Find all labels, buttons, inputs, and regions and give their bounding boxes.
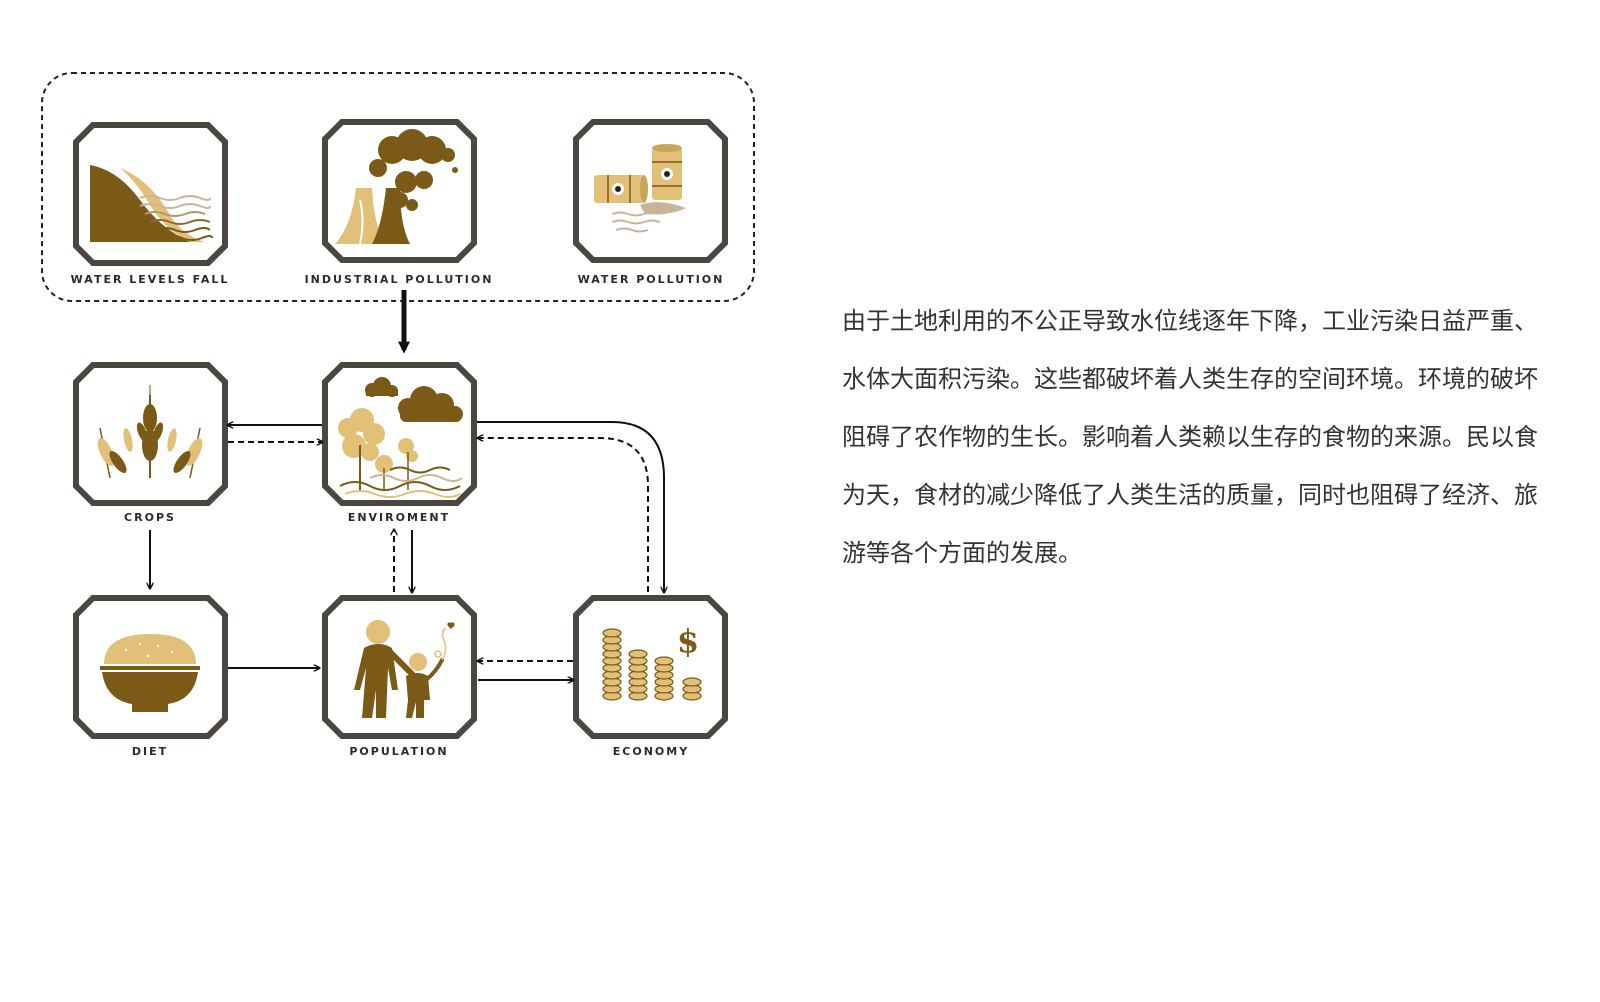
causes-group-frame xyxy=(41,72,755,302)
label-economy: ECONOMY xyxy=(613,745,689,758)
arrow-enviroment-to-economy xyxy=(477,421,664,592)
node-enviroment xyxy=(322,362,477,506)
label-water-pollution: WATER POLLUTION xyxy=(578,273,725,286)
label-enviroment: ENVIROMENT xyxy=(348,511,450,524)
svg-text:$: $ xyxy=(677,622,699,660)
label-industrial-pollution: INDUSTRIAL POLLUTION xyxy=(305,273,494,286)
label-crops: CROPS xyxy=(124,511,176,524)
node-population xyxy=(322,595,477,739)
rice-bowl-icon xyxy=(100,634,200,712)
factory-smoke-icon xyxy=(335,129,458,245)
node-diet xyxy=(73,595,228,739)
relationship-diagram: WATER LEVELS FALL INDUSTRIAL POLLUTION xyxy=(41,72,755,758)
label-water-levels-fall: WATER LEVELS FALL xyxy=(71,273,230,286)
label-population: POPULATION xyxy=(349,745,448,758)
node-water-levels-fall xyxy=(73,122,228,266)
wheat-icon xyxy=(97,385,203,479)
node-economy: $ xyxy=(573,595,728,739)
hillside-water-icon xyxy=(90,165,213,242)
trees-clouds-icon xyxy=(338,377,463,498)
node-industrial-pollution xyxy=(322,119,477,263)
toxic-barrels-icon xyxy=(594,144,686,233)
coins-dollar-icon: $ xyxy=(602,622,702,701)
node-water-pollution xyxy=(573,119,728,263)
node-crops xyxy=(73,362,228,506)
description-text: 由于土地利用的不公正导致水位线逐年下降，工业污染日益严重、水体大面积污染。这些都… xyxy=(842,307,1538,567)
arrow-economy-to-enviroment xyxy=(478,438,649,592)
parent-child-icon xyxy=(354,620,455,718)
label-diet: DIET xyxy=(132,745,168,758)
